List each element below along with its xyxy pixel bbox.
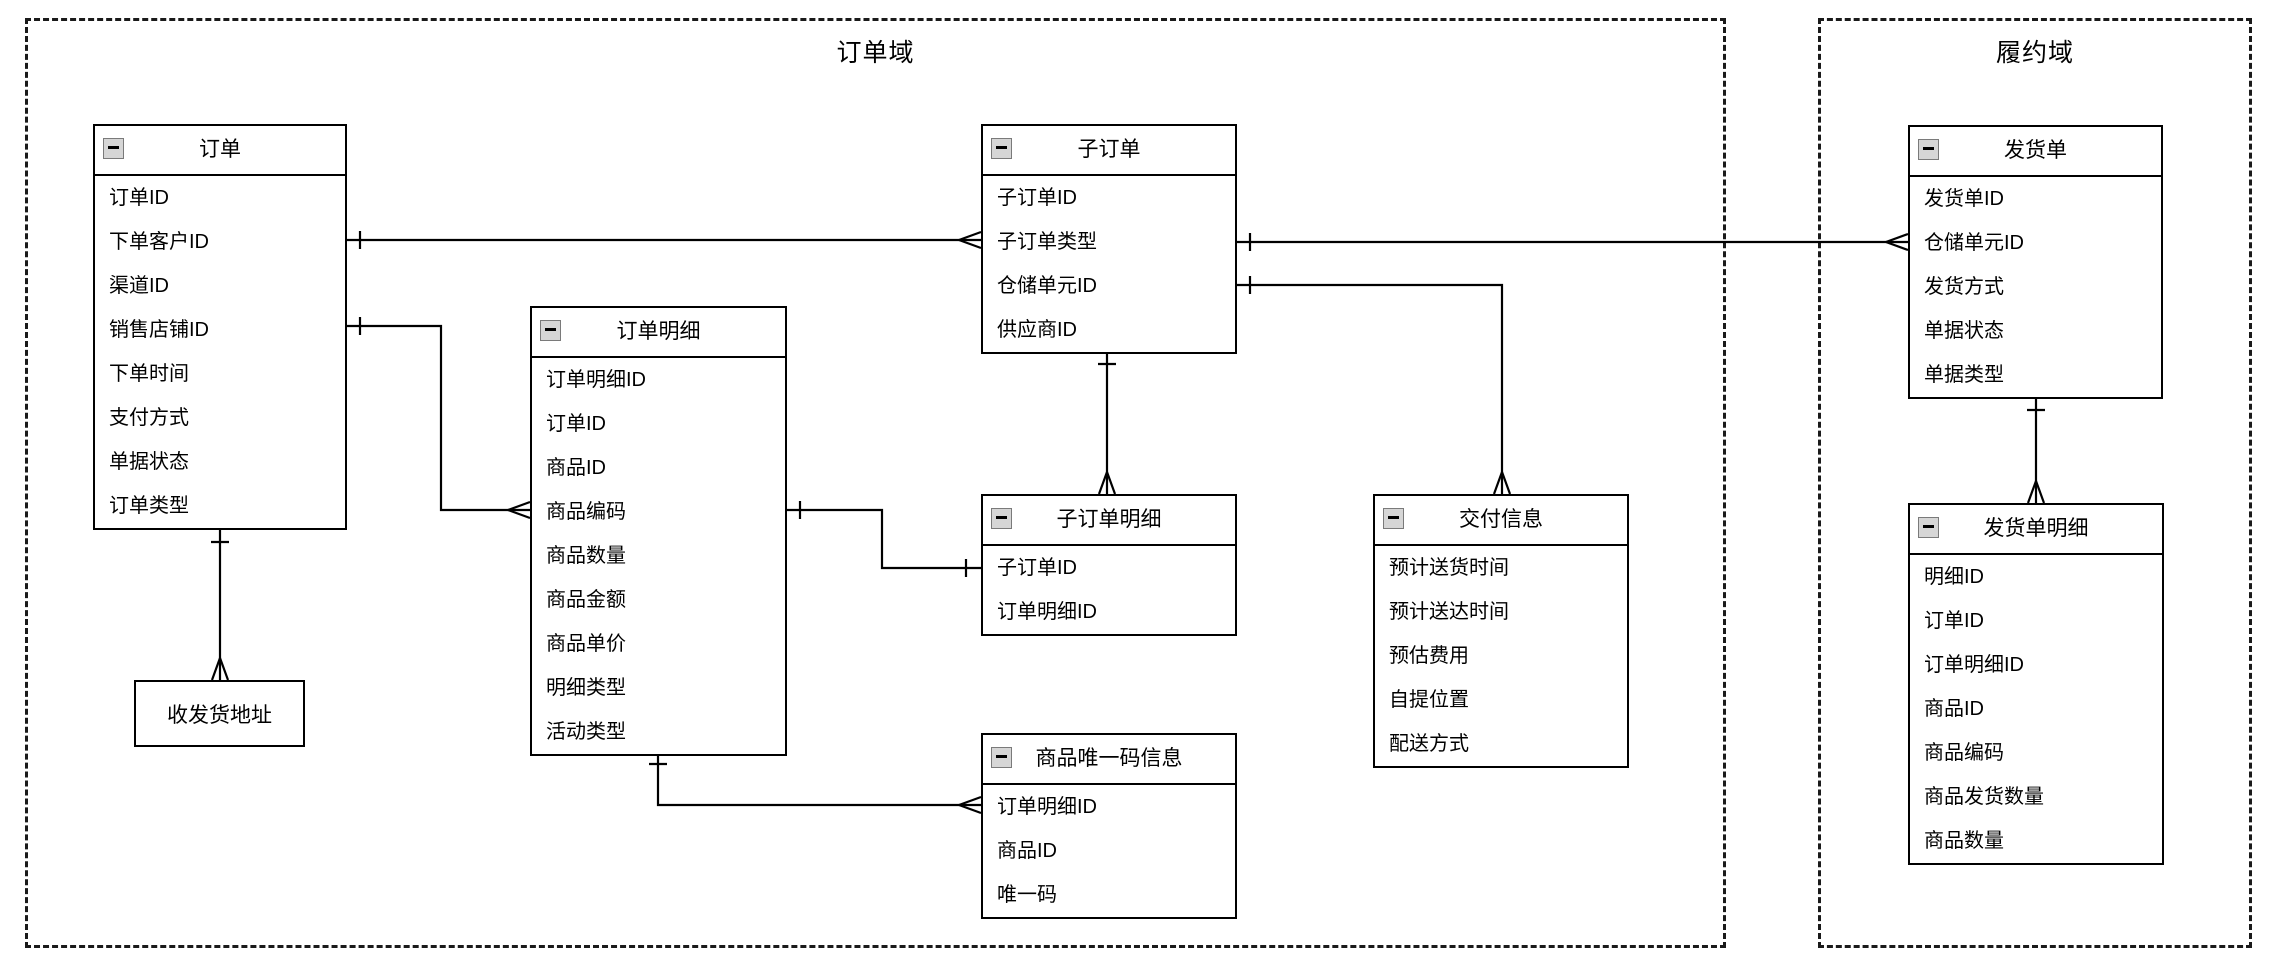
connector-suborder-suborderdetail[interactable] <box>1097 351 1117 495</box>
entity-field: 订单ID <box>1924 610 1984 632</box>
collapse-minus-icon[interactable] <box>991 747 1012 768</box>
entity-shipment-title: 发货单 <box>2004 139 2067 162</box>
entity-unique-code-info-title: 商品唯一码信息 <box>1035 747 1183 770</box>
connector-orderdetail-suborderdetail[interactable] <box>787 501 981 577</box>
domain-fulfillment-boundary: 履约域 <box>1818 18 2252 948</box>
entity-field: 订单明细ID <box>1924 654 2024 676</box>
entity-field: 支付方式 <box>109 407 189 429</box>
entity-field: 仓储单元ID <box>997 275 1097 297</box>
entity-field: 销售店铺ID <box>109 319 209 341</box>
collapse-minus-icon[interactable] <box>1383 508 1404 529</box>
entity-field: 订单ID <box>109 187 169 209</box>
domain-order-boundary: 订单域 <box>25 18 1726 948</box>
entity-sub-order-fields: 子订单ID 子订单类型仓储单元ID 供应商ID <box>983 176 1235 352</box>
entity-delivery-info-fields: 预计送货时间预计送达时间预估费用自提位置配送方式 <box>1375 546 1627 766</box>
entity-field: 子订单ID <box>997 187 1077 209</box>
collapse-minus-icon[interactable] <box>103 138 124 159</box>
entity-field: 活动类型 <box>546 721 626 743</box>
connector-order-suborder[interactable] <box>347 230 982 250</box>
connector-order-address[interactable] <box>210 528 230 681</box>
entity-field: 商品金额 <box>546 589 626 611</box>
entity-field: 发货方式 <box>1924 276 2004 298</box>
entity-field: 唯一码 <box>997 884 1057 906</box>
entity-field: 配送方式 <box>1389 733 1469 755</box>
entity-order-detail-header: 订单明细 <box>532 308 785 358</box>
entity-delivery-info[interactable]: 交付信息 预计送货时间预计送达时间预估费用自提位置配送方式 <box>1373 494 1629 768</box>
entity-order-fields: 订单ID 下单客户ID 渠道ID 销售店铺ID 下单时间支付方式单据状态订单类型 <box>95 176 345 528</box>
entity-unique-code-info-fields: 订单明细ID 商品ID 唯一码 <box>983 785 1235 917</box>
entity-field: 发货单ID <box>1924 188 2004 210</box>
entity-field: 预计送达时间 <box>1389 601 1509 623</box>
entity-field: 仓储单元ID <box>1924 232 2024 254</box>
entity-field: 订单ID <box>546 413 606 435</box>
entity-field: 单据类型 <box>1924 364 2004 386</box>
collapse-minus-icon[interactable] <box>991 138 1012 159</box>
entity-delivery-info-title: 交付信息 <box>1459 508 1543 531</box>
entity-shipping-address[interactable]: 收发货地址 <box>134 680 305 747</box>
entity-order[interactable]: 订单 订单ID 下单客户ID 渠道ID 销售店铺ID 下单时间支付方式单据状态订单类型 <box>93 124 347 530</box>
entity-field: 订单明细ID <box>997 601 1097 623</box>
entity-delivery-info-header: 交付信息 <box>1375 496 1627 546</box>
entity-field: 子订单类型 <box>997 231 1097 253</box>
entity-field: 商品数量 <box>546 545 626 567</box>
entity-shipment-detail-header: 发货单明细 <box>1910 505 2162 555</box>
entity-shipment-fields: 发货单ID 仓储单元ID 发货方式单据状态单据类型 <box>1910 177 2161 397</box>
entity-field: 商品编码 <box>1924 742 2004 764</box>
entity-field: 明细ID <box>1924 566 1984 588</box>
entity-field: 预计送货时间 <box>1389 557 1509 579</box>
entity-field: 下单客户ID <box>109 231 209 253</box>
entity-sub-order-title: 子订单 <box>1077 138 1141 161</box>
entity-field: 供应商ID <box>997 319 1077 341</box>
entity-field: 渠道ID <box>109 275 169 297</box>
collapse-minus-icon[interactable] <box>1918 517 1939 538</box>
entity-unique-code-info[interactable]: 商品唯一码信息 订单明细ID 商品ID 唯一码 <box>981 733 1237 919</box>
entity-order-title: 订单 <box>199 138 241 161</box>
entity-field: 订单明细ID <box>546 369 646 391</box>
connector-shipment-shipmentdetail[interactable] <box>2026 397 2046 504</box>
entity-field: 商品发货数量 <box>1924 786 2044 808</box>
connector-order-orderdetail[interactable] <box>347 317 531 520</box>
connector-suborder-shipment[interactable] <box>1237 232 1909 252</box>
entity-order-detail-title: 订单明细 <box>616 320 701 343</box>
entity-order-detail-fields: 订单明细ID 订单ID 商品ID 商品编码商品数量商品金额商品单价明细类型活动类型 <box>532 358 785 754</box>
entity-shipment-detail[interactable]: 发货单明细 明细ID 订单ID 订单明细ID 商品ID 商品编码商品发货数量商品数量 <box>1908 503 2164 865</box>
entity-order-header: 订单 <box>95 126 345 176</box>
entity-field: 商品ID <box>997 840 1057 862</box>
domain-fulfillment-title: 履约域 <box>1995 39 2074 67</box>
entity-shipment-detail-fields: 明细ID 订单ID 订单明细ID 商品ID 商品编码商品发货数量商品数量 <box>1910 555 2162 863</box>
entity-field: 单据状态 <box>1924 320 2004 342</box>
entity-sub-order-detail[interactable]: 子订单明细 子订单ID 订单明细ID <box>981 494 1237 636</box>
entity-field: 订单明细ID <box>997 796 1097 818</box>
entity-field: 商品ID <box>1924 698 1984 720</box>
collapse-minus-icon[interactable] <box>540 320 561 341</box>
entity-sub-order-detail-header: 子订单明细 <box>983 496 1235 546</box>
connector-orderdetail-uniquecode[interactable] <box>649 753 982 815</box>
entity-field: 商品ID <box>546 457 606 479</box>
entity-shipment-detail-title: 发货单明细 <box>1983 517 2089 540</box>
entity-field: 订单类型 <box>109 495 189 517</box>
entity-unique-code-info-header: 商品唯一码信息 <box>983 735 1235 785</box>
collapse-minus-icon[interactable] <box>1918 139 1939 160</box>
entity-sub-order-detail-fields: 子订单ID 订单明细ID <box>983 546 1235 634</box>
entity-field: 明细类型 <box>546 677 626 699</box>
entity-shipment[interactable]: 发货单 发货单ID 仓储单元ID 发货方式单据状态单据类型 <box>1908 125 2163 399</box>
entity-field: 单据状态 <box>109 451 189 473</box>
connector-suborder-deliveryinfo[interactable] <box>1237 276 1512 495</box>
entity-sub-order-detail-title: 子订单明细 <box>1056 508 1162 531</box>
entity-order-detail[interactable]: 订单明细 订单明细ID 订单ID 商品ID 商品编码商品数量商品金额商品单价明细类型活… <box>530 306 787 756</box>
entity-shipping-address-title: 收发货地址 <box>167 703 272 727</box>
entity-sub-order-header: 子订单 <box>983 126 1235 176</box>
entity-field: 商品单价 <box>546 633 626 655</box>
entity-sub-order[interactable]: 子订单 子订单ID 子订单类型仓储单元ID 供应商ID <box>981 124 1237 354</box>
domain-order-title: 订单域 <box>836 39 915 67</box>
entity-field: 预估费用 <box>1389 645 1469 667</box>
entity-field: 商品数量 <box>1924 830 2004 852</box>
entity-field: 自提位置 <box>1389 689 1469 711</box>
entity-field: 子订单ID <box>997 557 1077 579</box>
entity-field: 下单时间 <box>109 363 189 385</box>
entity-shipment-header: 发货单 <box>1910 127 2161 177</box>
entity-field: 商品编码 <box>546 501 626 523</box>
collapse-minus-icon[interactable] <box>991 508 1012 529</box>
